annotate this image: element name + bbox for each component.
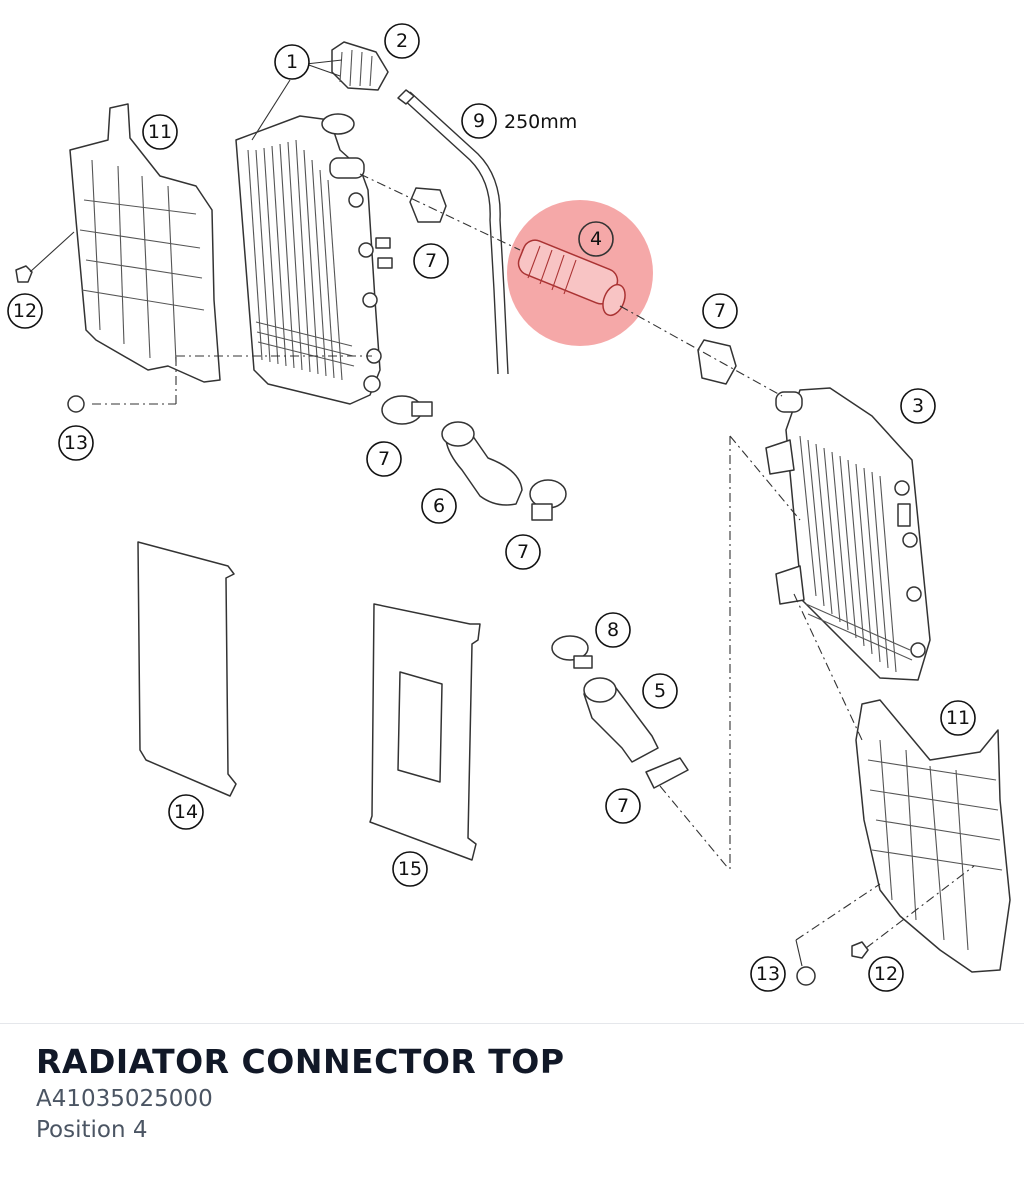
callout-5[interactable]: 5	[642, 673, 678, 709]
left-radiator[interactable]	[235, 113, 393, 405]
callout-label: 9	[473, 110, 485, 132]
callout-label: 11	[148, 121, 172, 143]
callout-label: 13	[756, 963, 780, 985]
callout-9[interactable]: 9	[461, 103, 497, 139]
overflow-hose[interactable]	[397, 89, 509, 375]
callout-4[interactable]: 4	[578, 221, 614, 257]
callout-7[interactable]: 7	[702, 293, 738, 329]
connecting-hose[interactable]	[441, 421, 523, 506]
assembly-lines	[92, 173, 975, 967]
callout-2[interactable]: 2	[384, 23, 420, 59]
callout-3[interactable]: 3	[900, 388, 936, 424]
right-radiator[interactable]	[765, 387, 931, 681]
callout-label: 8	[607, 619, 619, 641]
callout-label: 7	[378, 448, 390, 470]
left-shroud[interactable]	[69, 103, 221, 383]
callout-label: 13	[64, 432, 88, 454]
callout-7[interactable]: 7	[413, 243, 449, 279]
callout-label: 12	[13, 300, 37, 322]
callout-15[interactable]: 15	[392, 851, 428, 887]
callout-label: 6	[433, 495, 445, 517]
exploded-parts-diagram: 1 2 11 9 250mm 12 7 4 7 13 3 7 6 7 8 5 1…	[7, 23, 1011, 992]
gasket-window[interactable]	[369, 603, 481, 861]
radiator-connector-top[interactable]	[515, 237, 629, 319]
callout-8[interactable]: 8	[595, 612, 631, 648]
callout-11[interactable]: 11	[142, 114, 178, 150]
callout-label: 7	[517, 541, 529, 563]
right-shroud[interactable]	[855, 699, 1011, 973]
caption-divider	[0, 1023, 1024, 1024]
part-number: A41035025000	[36, 1086, 213, 1112]
callout-label: 14	[174, 801, 198, 823]
callout-12[interactable]: 12	[7, 293, 43, 329]
callout-7[interactable]: 7	[505, 534, 541, 570]
part-caption: RADIATOR CONNECTOR TOP A41035025000 Posi…	[36, 1040, 986, 1146]
callout-13[interactable]: 13	[750, 956, 786, 992]
part-title: RADIATOR CONNECTOR TOP	[36, 1042, 565, 1081]
callout-label: 7	[425, 250, 437, 272]
callout-14[interactable]: 14	[168, 794, 204, 830]
gasket-plain[interactable]	[137, 541, 237, 797]
callout-label: 7	[617, 795, 629, 817]
radiator-cap[interactable]	[331, 41, 389, 91]
hose-clamps[interactable]	[381, 187, 737, 669]
fasteners[interactable]	[15, 231, 869, 986]
callout-6[interactable]: 6	[421, 488, 457, 524]
callout-label: 4	[590, 228, 602, 250]
callout-label: 15	[398, 858, 422, 880]
callout-7[interactable]: 7	[605, 788, 641, 824]
callout-1[interactable]: 1	[274, 44, 310, 80]
callout-7[interactable]: 7	[366, 441, 402, 477]
callout-label: 3	[912, 395, 924, 417]
lower-hose[interactable]	[583, 677, 689, 789]
part-position: Position 4	[36, 1117, 148, 1143]
callout-label: 2	[396, 30, 408, 52]
callout-11[interactable]: 11	[940, 700, 976, 736]
callout-label: 1	[286, 51, 298, 73]
callout-label: 7	[714, 300, 726, 322]
callout-label: 12	[874, 963, 898, 985]
callout-label: 11	[946, 707, 970, 729]
leader-lines	[251, 59, 343, 141]
callout-12[interactable]: 12	[868, 956, 904, 992]
callout-13[interactable]: 13	[58, 425, 94, 461]
callout-label: 5	[654, 680, 666, 702]
hose-length-note: 250mm	[504, 111, 577, 133]
